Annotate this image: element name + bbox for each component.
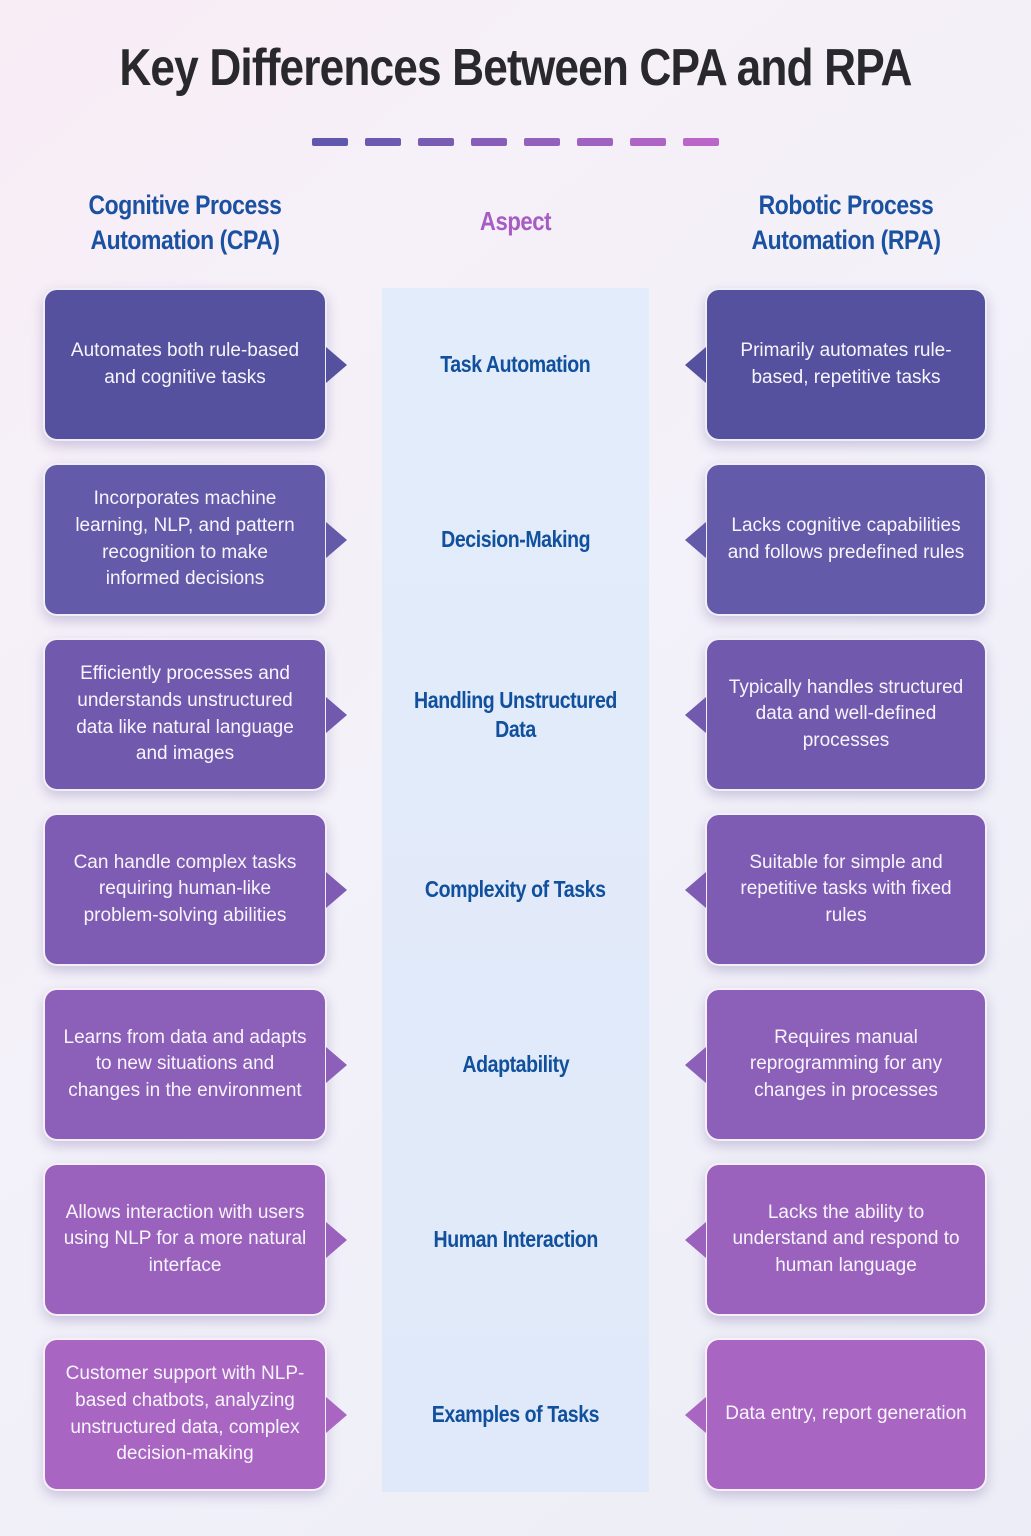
- rpa-box-text: Suitable for simple and repetitive tasks…: [740, 851, 952, 926]
- cpa-box: Learns from data and adapts to new situa…: [43, 988, 347, 1141]
- rpa-box: Data entry, report generation: [685, 1338, 987, 1491]
- aspect-cell: Adaptability: [382, 988, 649, 1141]
- arrow-right-icon: [326, 1221, 347, 1258]
- cpa-box: Can handle complex tasks requiring human…: [43, 813, 347, 966]
- cpa-box: Automates both rule-based and cognitive …: [43, 288, 347, 441]
- rpa-box-text: Requires manual reprogramming for any ch…: [749, 1026, 943, 1101]
- cpa-box: Allows interaction with users using NLP …: [43, 1163, 347, 1316]
- rpa-box: Lacks the ability to understand and resp…: [685, 1163, 987, 1316]
- aspect-cell: Task Automation: [382, 288, 649, 441]
- arrow-right-icon: [326, 346, 347, 383]
- aspect-cell: Decision-Making: [382, 463, 649, 616]
- page-title: Key Differences Between CPA and RPA: [0, 39, 1031, 97]
- rpa-box-text: Lacks the ability to understand and resp…: [732, 1201, 960, 1276]
- page-title-text: Key Differences Between CPA and RPA: [119, 39, 912, 97]
- cpa-column: Automates both rule-based and cognitive …: [43, 288, 347, 1513]
- cpa-box-text: Allows interaction with users using NLP …: [63, 1201, 307, 1276]
- cpa-box: Efficiently processes and understands un…: [43, 638, 347, 791]
- arrow-left-icon: [685, 871, 706, 908]
- rpa-column: Primarily automates rule-based, repetiti…: [685, 288, 987, 1513]
- aspect-panel: [382, 288, 649, 1492]
- rpa-box-text: Lacks cognitive capabilities and follows…: [727, 514, 965, 563]
- rpa-box: Typically handles structured data and we…: [685, 638, 987, 791]
- arrow-left-icon: [685, 696, 706, 733]
- dash-icon: [577, 138, 613, 146]
- aspect-label: Adaptability: [462, 1051, 569, 1078]
- dash-icon: [524, 138, 560, 146]
- dash-icon: [630, 138, 666, 146]
- arrow-right-icon: [326, 1396, 347, 1433]
- column-header-aspect: Aspect: [382, 205, 649, 239]
- cpa-box-text: Automates both rule-based and cognitive …: [70, 339, 300, 388]
- dash-icon: [471, 138, 507, 146]
- rpa-box: Primarily automates rule-based, repetiti…: [685, 288, 987, 441]
- dash-icon: [365, 138, 401, 146]
- aspect-label: Complexity of Tasks: [425, 876, 606, 903]
- rpa-box-text: Primarily automates rule-based, repetiti…: [740, 339, 952, 388]
- aspect-cell: Examples of Tasks: [382, 1338, 649, 1491]
- aspect-label: Handling Unstructured Data: [414, 686, 617, 742]
- arrow-left-icon: [685, 521, 706, 558]
- arrow-right-icon: [326, 871, 347, 908]
- cpa-box-text: Learns from data and adapts to new situa…: [63, 1026, 307, 1101]
- column-header-rpa-text: Robotic Process Automation (RPA): [751, 190, 941, 256]
- arrow-left-icon: [685, 1046, 706, 1083]
- column-header-cpa-text: Cognitive Process Automation (CPA): [88, 190, 282, 256]
- dash-icon: [683, 138, 719, 146]
- cpa-box: Incorporates machine learning, NLP, and …: [43, 463, 347, 616]
- cpa-box-text: Efficiently processes and understands un…: [76, 663, 294, 765]
- arrow-left-icon: [685, 1396, 706, 1433]
- rpa-box-text: Data entry, report generation: [725, 1403, 967, 1425]
- arrow-right-icon: [326, 1046, 347, 1083]
- aspect-cell: Complexity of Tasks: [382, 813, 649, 966]
- rpa-box-text: Typically handles structured data and we…: [728, 676, 964, 751]
- rpa-box: Suitable for simple and repetitive tasks…: [685, 813, 987, 966]
- aspect-label: Decision-Making: [441, 526, 590, 553]
- aspect-column: Task Automation Decision-Making Handling…: [382, 288, 649, 1513]
- arrow-right-icon: [326, 521, 347, 558]
- cpa-box-text: Customer support with NLP-based chatbots…: [65, 1363, 305, 1465]
- column-header-cpa: Cognitive Process Automation (CPA): [43, 188, 327, 258]
- aspect-cell: Human Interaction: [382, 1163, 649, 1316]
- aspect-label: Task Automation: [440, 351, 591, 378]
- column-header-rpa: Robotic Process Automation (RPA): [705, 188, 987, 258]
- cpa-box: Customer support with NLP-based chatbots…: [43, 1338, 347, 1491]
- aspect-cell: Handling Unstructured Data: [382, 638, 649, 791]
- arrow-left-icon: [685, 1221, 706, 1258]
- cpa-box-text: Can handle complex tasks requiring human…: [73, 851, 297, 926]
- cpa-box-text: Incorporates machine learning, NLP, and …: [75, 488, 295, 590]
- dash-icon: [418, 138, 454, 146]
- dashed-divider: [0, 138, 1031, 146]
- rpa-box: Lacks cognitive capabilities and follows…: [685, 463, 987, 616]
- aspect-label: Examples of Tasks: [431, 1401, 600, 1428]
- column-header-aspect-text: Aspect: [479, 206, 552, 236]
- dash-icon: [312, 138, 348, 146]
- arrow-right-icon: [326, 696, 347, 733]
- arrow-left-icon: [685, 346, 706, 383]
- rpa-box: Requires manual reprogramming for any ch…: [685, 988, 987, 1141]
- aspect-label: Human Interaction: [433, 1226, 598, 1253]
